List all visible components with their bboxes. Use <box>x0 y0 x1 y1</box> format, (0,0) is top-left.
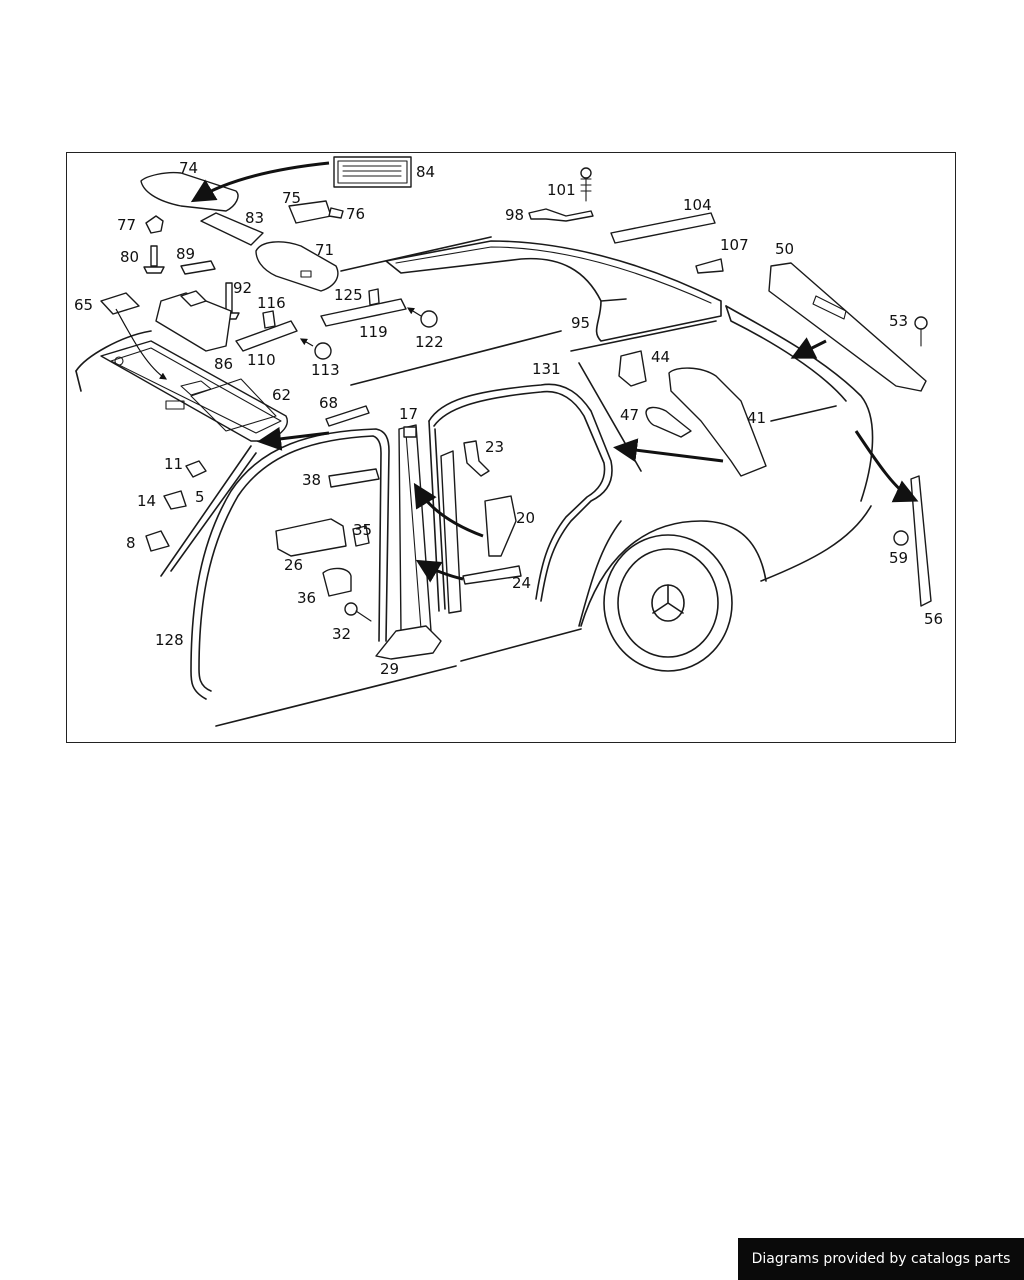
callout-47: 47 <box>620 406 639 424</box>
callout-128: 128 <box>155 631 184 649</box>
callout-32: 32 <box>332 625 351 643</box>
hardware-parts <box>100 167 928 392</box>
callout-50: 50 <box>775 240 794 258</box>
callout-89: 89 <box>176 245 195 263</box>
roof-seal-95 <box>385 240 722 342</box>
callout-131: 131 <box>532 360 561 378</box>
wheel <box>603 534 733 672</box>
parts-diagram-frame: 74 84 101 98 104 77 83 75 76 80 89 71 10… <box>66 152 956 743</box>
callout-labels: 74 84 101 98 104 77 83 75 76 80 89 71 10… <box>74 159 943 678</box>
callout-56: 56 <box>924 610 943 628</box>
callout-122: 122 <box>415 333 444 351</box>
label-card-84 <box>333 156 412 188</box>
callout-8: 8 <box>126 534 136 552</box>
callout-26: 26 <box>284 556 303 574</box>
callout-20: 20 <box>516 509 535 527</box>
callout-104: 104 <box>683 196 712 214</box>
callout-17: 17 <box>399 405 418 423</box>
callout-23: 23 <box>485 438 504 456</box>
callout-53: 53 <box>889 312 908 330</box>
callout-86: 86 <box>214 355 233 373</box>
callout-35: 35 <box>353 521 372 539</box>
callout-76: 76 <box>346 205 365 223</box>
callout-38: 38 <box>302 471 321 489</box>
callout-75: 75 <box>282 189 301 207</box>
callout-71: 71 <box>315 241 334 259</box>
car-body-outline <box>75 236 874 727</box>
pillar-trim-17 <box>398 424 462 642</box>
callout-59: 59 <box>889 549 908 567</box>
callout-68: 68 <box>319 394 338 412</box>
callout-44: 44 <box>651 348 670 366</box>
arrows <box>115 161 919 583</box>
callout-116: 116 <box>257 294 286 312</box>
callout-41: 41 <box>747 409 766 427</box>
callout-92: 92 <box>233 279 252 297</box>
callout-36: 36 <box>297 589 316 607</box>
callout-98: 98 <box>505 206 524 224</box>
footer-credit-badge: Diagrams provided by catalogs parts <box>738 1238 1024 1280</box>
callout-83: 83 <box>245 209 264 227</box>
callout-5: 5 <box>195 488 205 506</box>
parts-diagram: 74 84 101 98 104 77 83 75 76 80 89 71 10… <box>74 156 943 727</box>
callout-95: 95 <box>571 314 590 332</box>
callout-110: 110 <box>247 351 276 369</box>
callout-119: 119 <box>359 323 388 341</box>
door-seal-128 <box>190 428 390 700</box>
callout-107: 107 <box>720 236 749 254</box>
callout-84: 84 <box>416 163 435 181</box>
callout-101: 101 <box>547 181 576 199</box>
callout-29: 29 <box>380 660 399 678</box>
callout-125: 125 <box>334 286 363 304</box>
callout-113: 113 <box>311 361 340 379</box>
callout-77: 77 <box>117 216 136 234</box>
callout-62: 62 <box>272 386 291 404</box>
callout-80: 80 <box>120 248 139 266</box>
sun-visors <box>140 171 339 292</box>
callout-65: 65 <box>74 296 93 314</box>
window-frame-131 <box>428 383 613 612</box>
callout-24: 24 <box>512 574 531 592</box>
footer-credit-text: Diagrams provided by catalogs parts <box>751 1251 1011 1267</box>
callout-14: 14 <box>137 492 156 510</box>
trim-parts <box>145 350 932 660</box>
callout-74: 74 <box>179 159 198 177</box>
callout-11: 11 <box>164 455 183 473</box>
